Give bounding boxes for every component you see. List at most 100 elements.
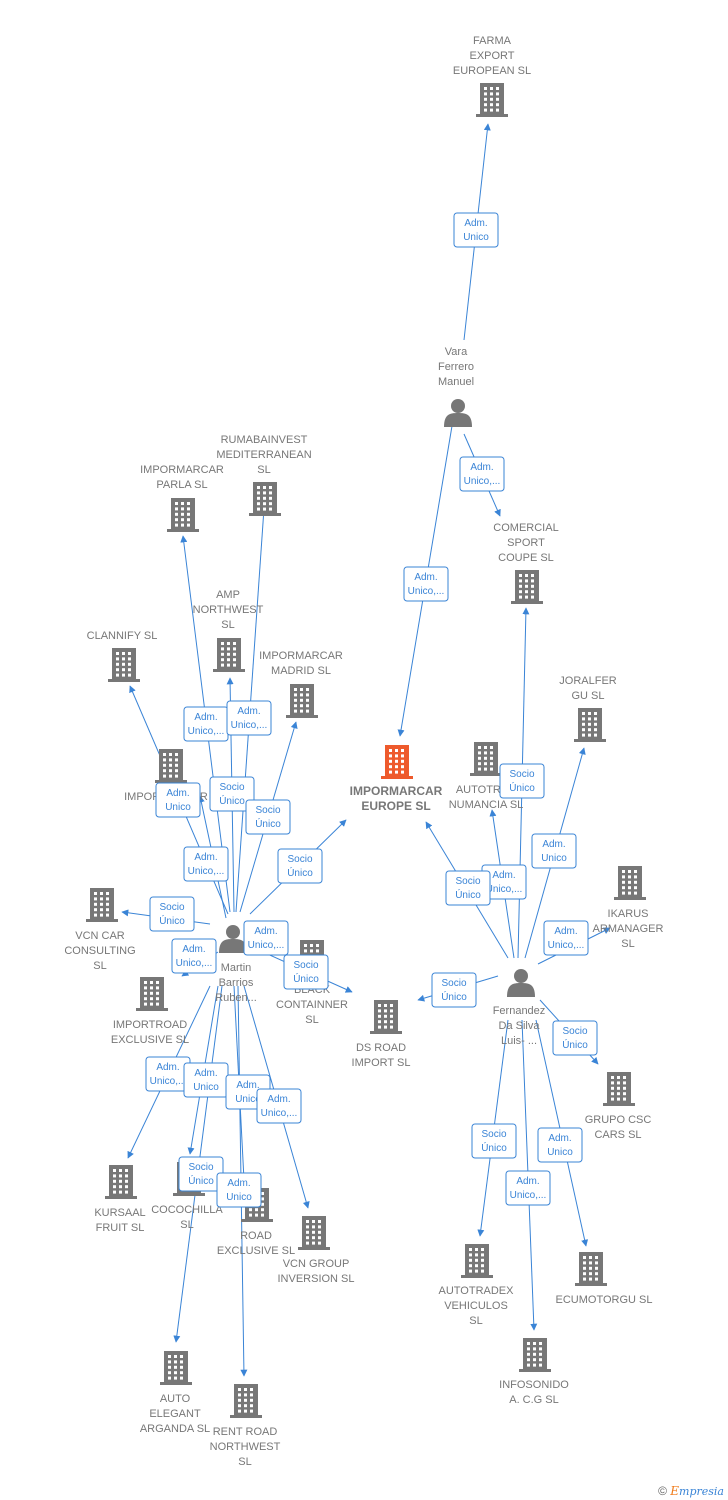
edge-label-martin-to-parla[interactable]: Adm.Unico,... bbox=[183, 706, 229, 742]
edge-label-text: Socio bbox=[441, 978, 466, 989]
edge-label-text: Único bbox=[509, 781, 535, 794]
node-label-rumabainvest: SL bbox=[257, 464, 270, 476]
rumabainvest-building-icon bbox=[249, 482, 281, 516]
edge-label-text: Adm. bbox=[194, 712, 217, 723]
node-label-rentroad: NORTHWEST bbox=[210, 1441, 281, 1453]
edge-label-vara-to-main[interactable]: Adm.Unico,... bbox=[403, 566, 449, 602]
edge-label-text: Socio bbox=[188, 1162, 213, 1173]
node-label-amp: SL bbox=[221, 619, 234, 631]
node-label-vara: Vara bbox=[445, 346, 468, 358]
node-rentroad[interactable]: RENT ROAD NORTHWEST SL bbox=[210, 1384, 281, 1468]
edge-label-martin-to-kursaal[interactable]: Adm.Unico,... bbox=[145, 1056, 191, 1092]
edge-label-text: Unico bbox=[541, 853, 567, 864]
edge-label-martin-to-cocochilla[interactable]: Adm.Unico bbox=[183, 1062, 229, 1098]
node-label-grupo: CARS SL bbox=[594, 1129, 641, 1141]
edge-label-martin-to-vcngroup[interactable]: Adm.Unico,... bbox=[256, 1088, 302, 1124]
node-label-dsroad: DS ROAD bbox=[356, 1042, 406, 1054]
node-ecumotorgu[interactable]: ECUMOTORGU SL bbox=[556, 1252, 653, 1306]
edge-label-fernandez-to-infosonido[interactable]: Adm.Unico,... bbox=[505, 1170, 551, 1206]
edge-label-martin-to-black[interactable]: Adm.Unico,... bbox=[243, 920, 289, 956]
edge-label-martin-to-impor_sp[interactable]: Adm.Unico,... bbox=[183, 846, 229, 882]
node-clannify[interactable]: CLANNIFY SL bbox=[87, 630, 158, 682]
node-label-rentroad: RENT ROAD bbox=[213, 1426, 278, 1438]
edge-label-martin-to-importroad[interactable]: Adm.Unico,... bbox=[171, 938, 217, 974]
edge-labels-layer: Adm.UnicoAdm.Unico,...Adm.Unico,...Socio… bbox=[145, 212, 598, 1208]
edge-label-vara-to-comercial[interactable]: Adm.Unico,... bbox=[459, 456, 505, 492]
node-label-martin: Barrios bbox=[219, 977, 254, 989]
edge-label-text: Único bbox=[287, 866, 313, 879]
node-label-rentroad: SL bbox=[238, 1456, 251, 1468]
copyright-symbol: © bbox=[658, 1484, 667, 1498]
node-label-comercial: SPORT bbox=[507, 537, 545, 549]
edge-label-text: Adm. bbox=[227, 1178, 250, 1189]
edge-label-text: Unico,... bbox=[188, 866, 225, 877]
node-label-autoelegant: ARGANDA SL bbox=[140, 1423, 210, 1435]
node-label-ikarus: IKARUS bbox=[608, 908, 649, 920]
edge-label-text: Adm. bbox=[548, 1133, 571, 1144]
edge-label-text: Único bbox=[455, 888, 481, 901]
node-label-black: SL bbox=[305, 1014, 318, 1026]
edge-label-martin-to-rentroad[interactable]: Adm.Unico bbox=[216, 1172, 262, 1208]
edge-label-text: Único bbox=[159, 914, 185, 927]
joralfer-building-icon bbox=[574, 708, 606, 742]
edge-label-vara-to-farma[interactable]: Adm.Unico bbox=[453, 212, 499, 248]
node-label-madrid: IMPORMARCAR bbox=[259, 650, 343, 662]
edge-label-text: Adm. bbox=[542, 839, 565, 850]
martin-person-icon bbox=[219, 925, 247, 953]
edge-label-text: Socio bbox=[287, 854, 312, 865]
main-building-icon bbox=[381, 745, 413, 779]
node-label-main: IMPORMARCAR bbox=[350, 784, 443, 798]
edge-label-martin-to-clannify[interactable]: Adm.Unico bbox=[155, 782, 201, 818]
edge-label-text: Adm. bbox=[254, 926, 277, 937]
node-label-vcncar: VCN CAR bbox=[75, 930, 125, 942]
node-label-comercial: COUPE SL bbox=[498, 552, 554, 564]
edge-label-fernandez-to-ikarus[interactable]: Adm.Unico,... bbox=[543, 920, 589, 956]
edge-label-text: Unico bbox=[463, 232, 489, 243]
edge-label-text: Unico,... bbox=[464, 476, 501, 487]
comercial-building-icon bbox=[511, 570, 543, 604]
node-label-vara: Ferrero bbox=[438, 361, 474, 373]
edge-label-fernandez-to-joralfer[interactable]: Adm. Unico bbox=[531, 833, 577, 869]
node-label-farma: EUROPEAN SL bbox=[453, 65, 531, 77]
edge-label-text: Único bbox=[562, 1038, 588, 1051]
edge-label-text: Adm. bbox=[267, 1094, 290, 1105]
node-label-kursaal: FRUIT SL bbox=[96, 1222, 145, 1234]
edge-label-text: Adm. bbox=[236, 1080, 259, 1091]
node-martin[interactable]: MartinBarriosRuben... bbox=[215, 925, 257, 1004]
node-label-infosonido: INFOSONIDO bbox=[499, 1379, 569, 1391]
edge-label-text: Unico,... bbox=[486, 884, 523, 895]
edge-label-fernandez-to-ecumotorgu[interactable]: Adm.Unico bbox=[537, 1127, 583, 1163]
edge-label-martin-to-rumabainvest[interactable]: Adm.Unico,... bbox=[226, 700, 272, 736]
